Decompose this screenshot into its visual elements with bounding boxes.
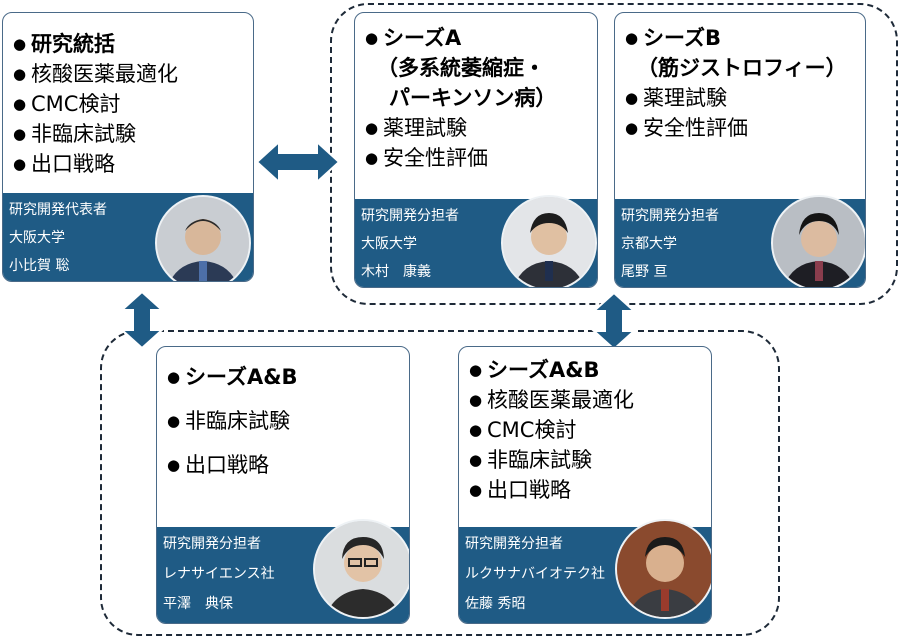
avatar (771, 195, 865, 287)
list-item: シーズB (625, 23, 859, 53)
list-item: 核酸医薬最適化 (13, 59, 247, 89)
organization-label: 大阪大学 (361, 236, 417, 252)
list-item: 安全性評価 (365, 143, 591, 173)
lead-responsibilities: 研究統括 核酸医薬最適化 CMC検討 非臨床試験 出口戦略 (13, 29, 247, 179)
role-label: 研究開発分担者 (621, 208, 719, 224)
list-item: パーキンソン病） (389, 86, 557, 110)
organization-label: 京都大学 (621, 236, 677, 252)
organization-label: 大阪大学 (9, 230, 65, 246)
organization-label: レナサイエンス社 (163, 566, 275, 582)
renascience-card: シーズA&B 非臨床試験 出口戦略 研究開発分担者 レナサイエンス社 平澤 典保 (156, 346, 410, 624)
vertical-double-arrow-left-icon (119, 290, 165, 350)
luxna-card: シーズA&B 核酸医薬最適化 CMC検討 非臨床試験 出口戦略 研究開発分担者 … (458, 346, 712, 624)
researcher-name: 尾野 亘 (621, 264, 668, 280)
seed-b-items: シーズB （筋ジストロフィー） 薬理試験 安全性評価 (625, 23, 859, 143)
role-label: 研究開発分担者 (361, 208, 459, 224)
lead-researcher-card: 研究統括 核酸医薬最適化 CMC検討 非臨床試験 出口戦略 研究開発代表者 大阪… (2, 12, 254, 282)
luxna-items: シーズA&B 核酸医薬最適化 CMC検討 非臨床試験 出口戦略 (469, 355, 705, 505)
vertical-double-arrow-right-icon (591, 291, 637, 351)
organization-label: ルクサナバイオテク社 (465, 566, 605, 582)
list-item: 研究統括 (13, 29, 247, 59)
avatar (615, 519, 711, 619)
list-item: （筋ジストロフィー） (637, 56, 847, 80)
list-item: シーズA&B (167, 355, 403, 399)
list-item: CMC検討 (469, 415, 705, 445)
list-item: シーズA&B (469, 355, 705, 385)
role-label: 研究開発分担者 (465, 536, 563, 552)
avatar (313, 519, 409, 619)
researcher-name: 平澤 典保 (163, 596, 233, 612)
researcher-name: 佐藤 秀昭 (465, 596, 526, 612)
list-item: シーズA (365, 23, 591, 53)
seed-a-card: シーズA （多系統萎縮症・ パーキンソン病） 薬理試験 安全性評価 研究開発分担… (354, 12, 598, 288)
horizontal-double-arrow-icon (255, 139, 341, 185)
list-item: 核酸医薬最適化 (469, 385, 705, 415)
role-label: 研究開発代表者 (9, 202, 107, 218)
seed-a-items: シーズA （多系統萎縮症・ パーキンソン病） 薬理試験 安全性評価 (365, 23, 591, 173)
avatar (501, 195, 597, 287)
list-item: 安全性評価 (625, 113, 859, 143)
list-item: 薬理試験 (365, 113, 591, 143)
partners-group (100, 330, 780, 636)
seed-b-card: シーズB （筋ジストロフィー） 薬理試験 安全性評価 研究開発分担者 京都大学 … (614, 12, 866, 288)
list-item: 出口戦略 (13, 149, 247, 179)
list-item: 薬理試験 (625, 83, 859, 113)
researcher-name: 木村 康義 (361, 264, 431, 280)
renascience-items: シーズA&B 非臨床試験 出口戦略 (167, 355, 403, 487)
list-item: 出口戦略 (469, 475, 705, 505)
list-item: 非臨床試験 (167, 399, 403, 443)
list-item: 非臨床試験 (469, 445, 705, 475)
role-label: 研究開発分担者 (163, 536, 261, 552)
list-item: 出口戦略 (167, 443, 403, 487)
avatar (155, 195, 251, 281)
list-item: 非臨床試験 (13, 119, 247, 149)
researcher-name: 小比賀 聡 (9, 258, 70, 274)
list-item: CMC検討 (13, 89, 247, 119)
list-item: （多系統萎縮症・ (377, 56, 545, 80)
